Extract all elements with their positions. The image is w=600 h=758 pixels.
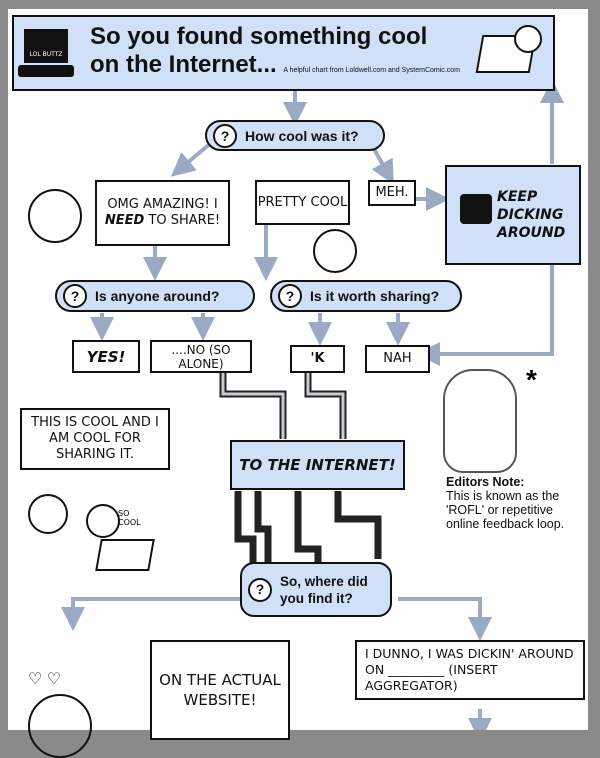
question-where-found: ?So, where did you find it? [240, 562, 392, 617]
smiling-face-icon [313, 229, 357, 273]
box-no-so-alone: ....NO (SO ALONE) [150, 340, 252, 373]
question-icon: ? [213, 123, 237, 148]
flowchart-page: LOL BUTTZ So you found something cool on… [8, 9, 588, 758]
header-title: So you found something cool [90, 23, 428, 50]
person-head-icon [514, 25, 542, 53]
so-cool-label: SO COOL [118, 509, 141, 527]
question-how-cool: ?How cool was it? [205, 120, 385, 151]
question-icon: ? [278, 284, 302, 308]
computer-logo-icon: LOL BUTTZ [24, 29, 68, 63]
question-icon: ? [248, 577, 272, 602]
box-actual-website: ON THE ACTUAL WEBSITE! [150, 640, 290, 740]
editors-note: Editors Note: This is known as the 'ROFL… [446, 475, 571, 531]
question-anyone-around: ?Is anyone around? [55, 280, 255, 312]
box-this-is-cool: THIS IS COOL AND I AM COOL FOR SHARING I… [20, 408, 170, 470]
box-k: 'K [290, 345, 345, 373]
box-yes: YES! [72, 340, 140, 373]
editors-note-body: This is known as the 'ROFL' or repetitiv… [446, 489, 565, 531]
box-nah: NAH [365, 345, 430, 373]
asterisk: * [526, 364, 537, 395]
header-title-2: on the Internet... [90, 51, 277, 78]
box-aggregator: I DUNNO, I WAS DICKIN' AROUND ON _______… [355, 640, 585, 700]
hearts-icon: ♡ ♡ [28, 671, 62, 688]
box-keep-dicking-around: KEEP DICKING AROUND [445, 165, 581, 265]
editors-note-title: Editors Note: [446, 475, 525, 489]
box-pretty-cool: PRETTY COOL [255, 180, 350, 225]
question-worth-sharing: ?Is it worth sharing? [270, 280, 462, 312]
cat-with-glasses-icon [443, 369, 517, 473]
keyboard-icon [18, 65, 74, 77]
box-to-the-internet: TO THE INTERNET! [230, 440, 405, 490]
header-credit: A helpful chart from Loldwell.com and Sy… [283, 67, 460, 74]
box-meh: MEH. [368, 180, 416, 206]
desk-worker-icon [460, 194, 492, 224]
question-icon: ? [63, 284, 87, 308]
surprised-face-icon [86, 504, 120, 538]
love-face-icon [28, 694, 92, 758]
smug-face-icon [28, 494, 68, 534]
excited-face-icon [28, 189, 82, 243]
arrows-layer [61, 79, 564, 730]
header-banner: LOL BUTTZ So you found something cool on… [12, 15, 555, 91]
laptop-icon [95, 539, 155, 571]
